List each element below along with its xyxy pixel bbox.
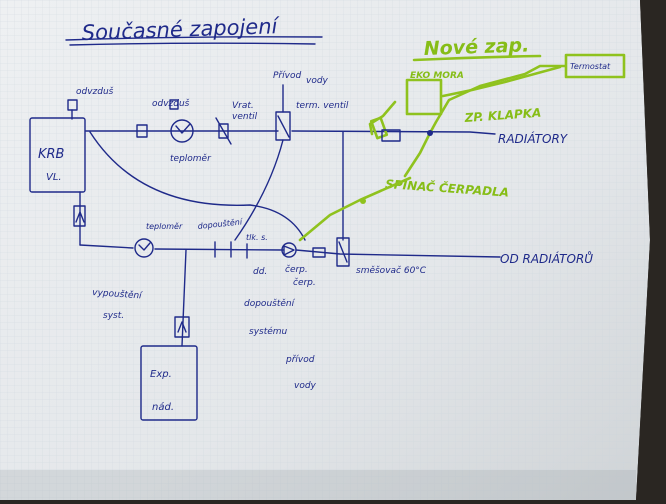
valve-top — [218, 123, 229, 139]
label-exp-2: nád. — [152, 401, 174, 413]
label-dopousteni-1: dopouštění — [244, 298, 296, 309]
ekomora-label: EKO MORA — [410, 71, 464, 81]
valve-top-mark — [215, 117, 232, 145]
fitting-top-left — [136, 124, 148, 138]
label-dopousteni-4: vody — [294, 381, 317, 391]
termostat-label: Termostat — [570, 62, 611, 71]
label-vratny-2: ventil — [232, 112, 258, 122]
pipe-valve-diagonal — [234, 139, 284, 241]
return-pipe-bottom — [79, 244, 501, 258]
mixing-valve-mark — [338, 241, 348, 263]
label-odvzdus-left: odvzduš — [76, 86, 114, 97]
label-odvzdus-mid: odvzduš — [152, 98, 190, 109]
label-privod-2: vody — [306, 76, 329, 86]
circulation-pump — [281, 242, 297, 258]
label-dd: dd. — [253, 267, 267, 277]
label-vypousteni-2: syst. — [103, 311, 124, 321]
krb-label: KRB — [38, 147, 65, 162]
spinac-dot — [360, 198, 366, 204]
label-dopousteni-3: přívod — [285, 355, 315, 365]
expansion-valve — [174, 316, 190, 338]
zp-klapka-box — [381, 129, 401, 142]
klapka-dot — [427, 130, 433, 136]
green-line-ekomora — [441, 65, 562, 98]
label-exp-1: Exp. — [150, 369, 172, 380]
expansion-valve-mark — [177, 321, 187, 333]
label-teplomer-bottom: teploměr — [146, 221, 183, 231]
three-way-valve-mark — [277, 115, 290, 138]
green-line-spinac — [298, 176, 412, 242]
label-radiatory: RADIÁTORY — [498, 131, 569, 146]
supply-pipe-top — [85, 130, 496, 135]
label-term-s: tlk. s. — [246, 233, 268, 242]
page-shadow — [0, 470, 636, 500]
zp-klapka-label: ZP. KLAPKA — [463, 106, 542, 125]
mid-vent — [169, 99, 179, 110]
krb-boiler — [29, 117, 86, 193]
ekomora-box — [405, 78, 443, 116]
title-underline — [65, 36, 323, 41]
label-cerp-1: čerp. — [285, 264, 308, 275]
label-od-radiatoru: OD RADIÁTORŮ — [500, 251, 593, 266]
thermometer-top — [170, 119, 194, 143]
label-cerp-2: čerp. — [293, 277, 316, 288]
label-term-ventil: term. ventil — [296, 101, 349, 111]
krb-sub-label: VL. — [46, 172, 62, 183]
expansion-tank — [140, 345, 198, 421]
new-header-underline — [412, 54, 542, 62]
paper-edge-shadow — [636, 0, 666, 500]
mixing-valve — [336, 237, 350, 267]
green-line-klapka — [368, 100, 397, 136]
title-underline-2 — [69, 42, 316, 46]
thermometer-needle-top — [175, 123, 191, 134]
pipe-curve-bypass — [89, 131, 306, 241]
check-valve-bottom — [312, 247, 326, 258]
label-teplomer-top: teploměr — [170, 153, 212, 164]
label-privod-1: Přívod — [273, 71, 301, 81]
pipe-expansion — [181, 249, 187, 347]
label-dopousteni-2: systému — [249, 326, 288, 337]
thermometer-bottom — [134, 238, 154, 258]
drain-valve — [73, 205, 86, 227]
drain-valve-mark — [75, 211, 85, 223]
label-vypousteni-1: vypouštění — [92, 287, 144, 302]
green-line-termostat — [403, 64, 567, 178]
label-dopousteni-top: dopouštění — [197, 216, 244, 231]
label-vratny-1: Vrat. — [232, 101, 254, 111]
thermometer-needle-bottom — [138, 242, 151, 251]
label-smesovac: směšovač 60°C — [356, 265, 427, 276]
pump-triangle — [283, 245, 295, 256]
